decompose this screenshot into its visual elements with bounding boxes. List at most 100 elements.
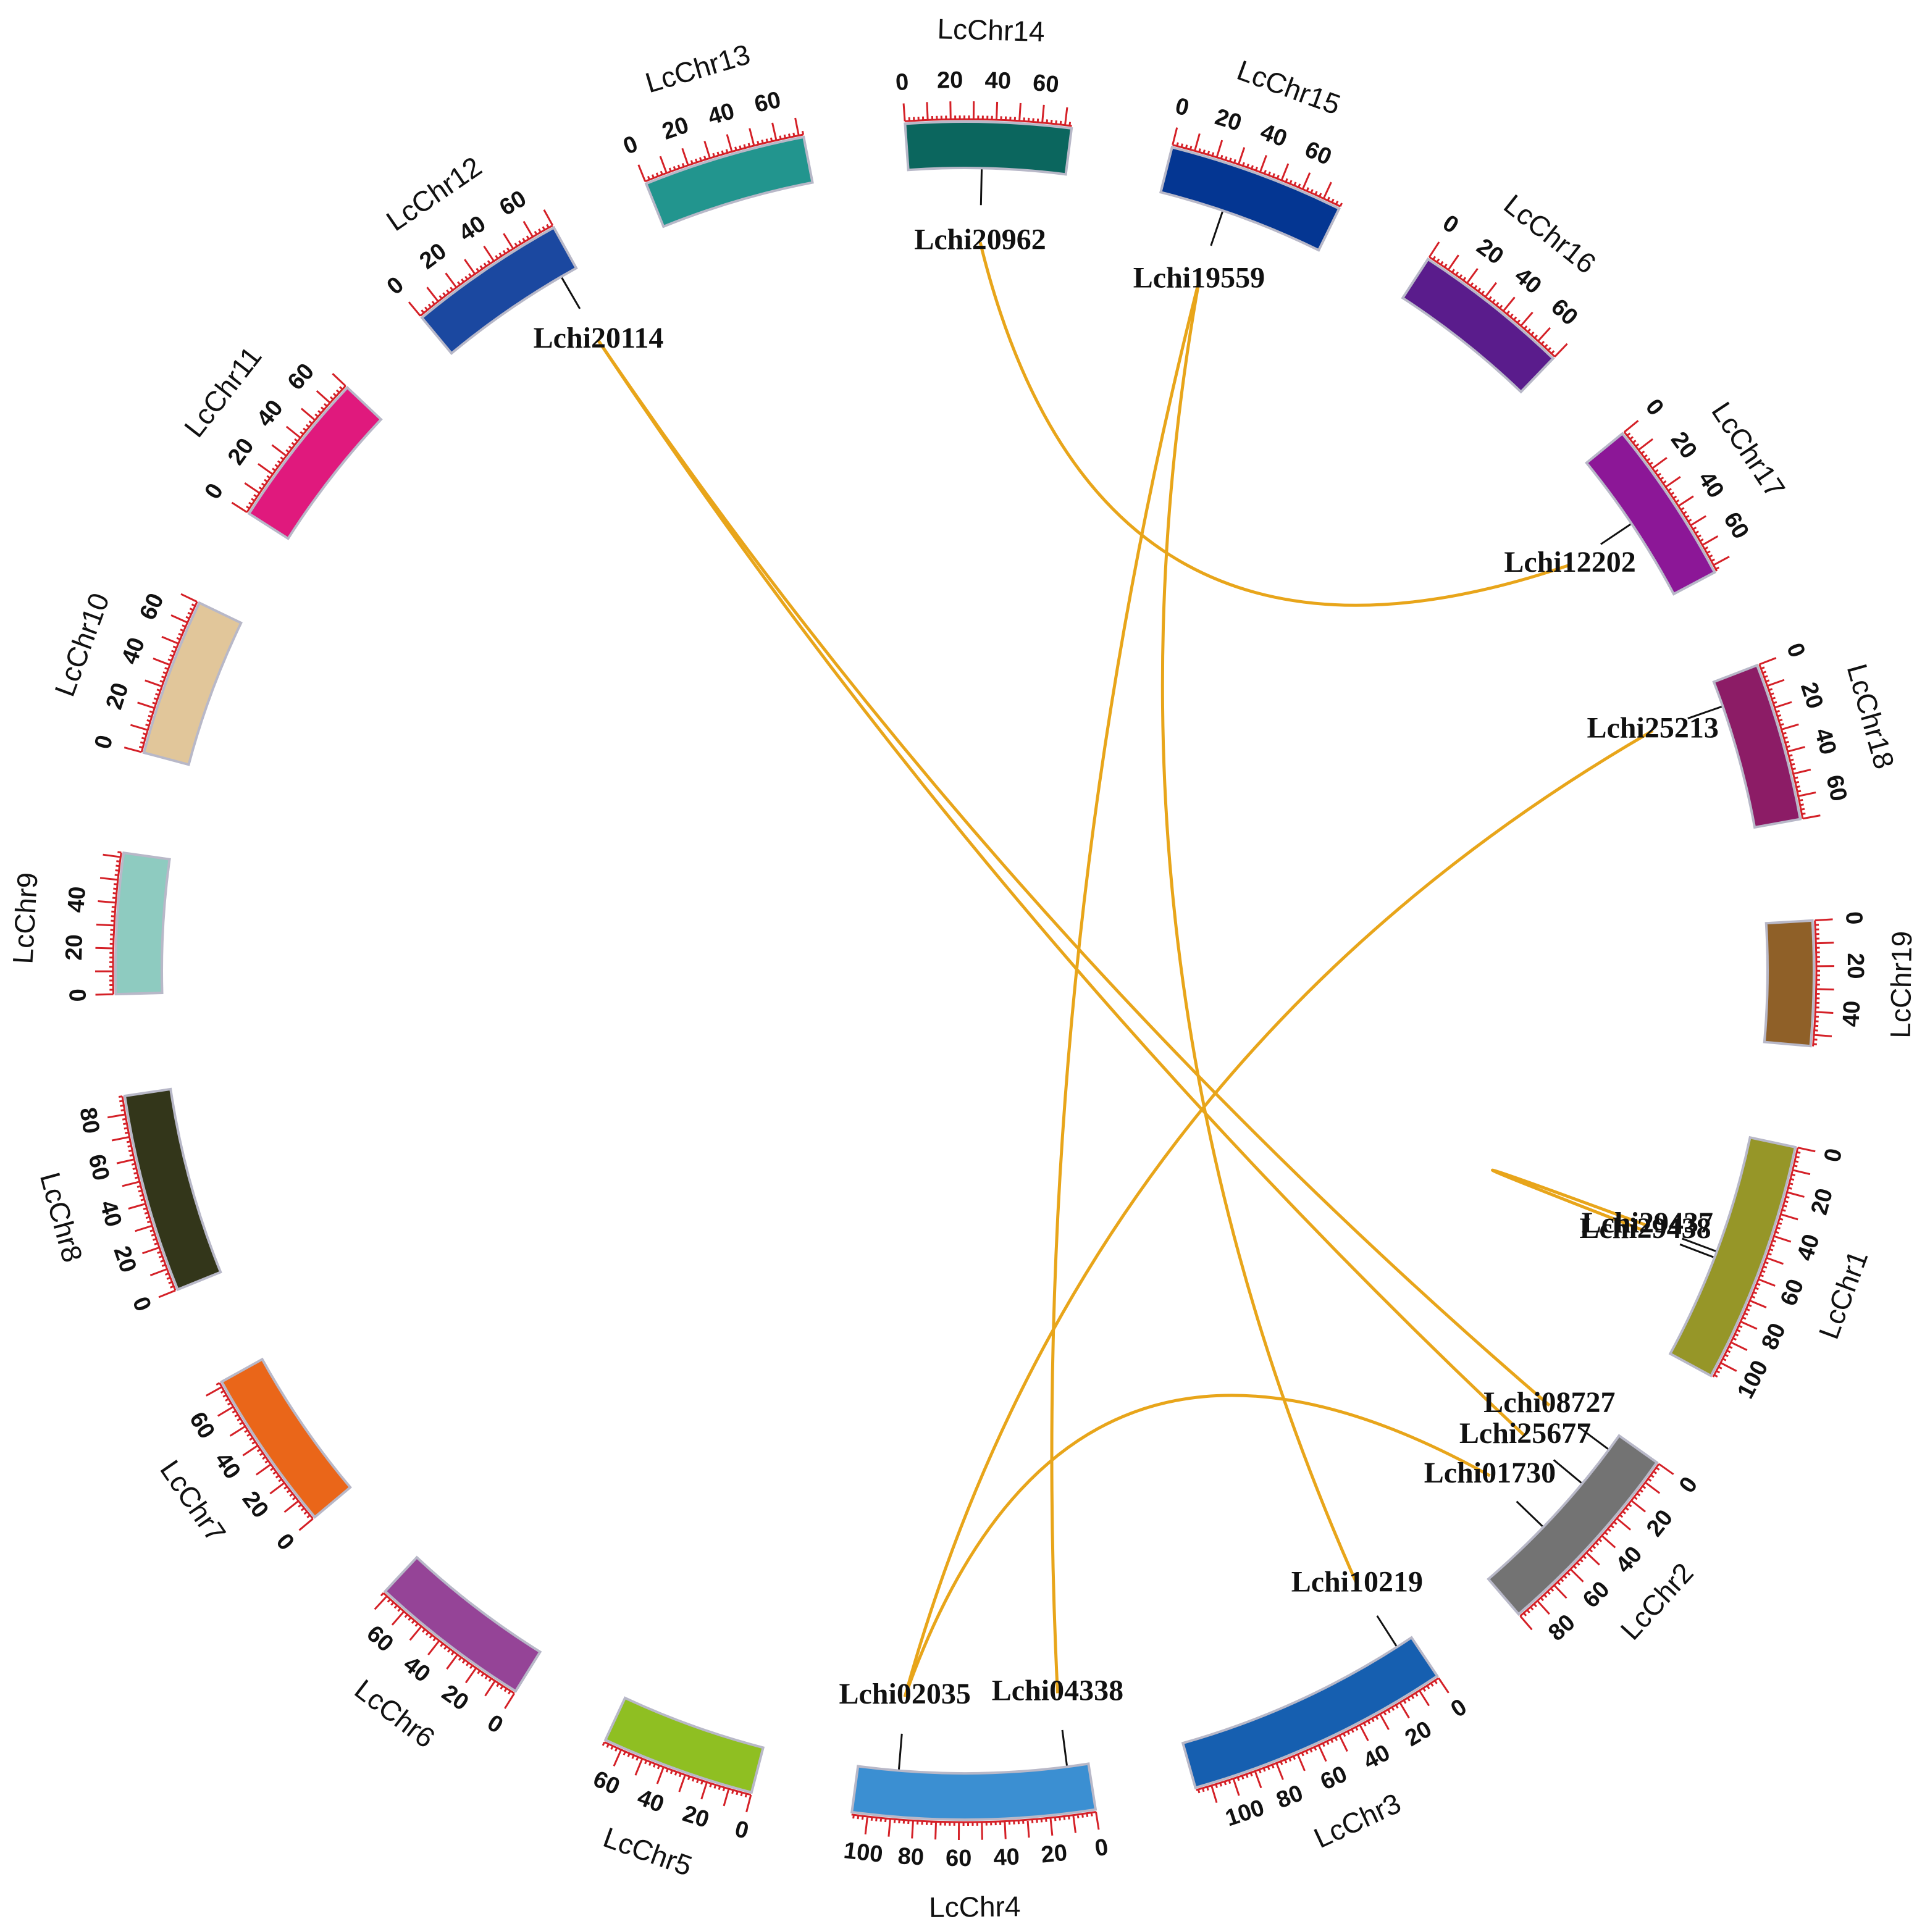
gene-leader-line	[1687, 706, 1722, 720]
chromosome-band	[1763, 919, 1815, 1048]
chromosome-name: LcChr1	[1812, 1246, 1874, 1343]
tick-label: 100	[1732, 1357, 1773, 1403]
tick-label: 20	[679, 1800, 712, 1833]
tick-label: 0	[1840, 911, 1867, 926]
tick-label: 0	[1819, 1146, 1847, 1164]
tick-label: 20	[223, 433, 259, 470]
chromosome-ticks	[1758, 657, 1821, 820]
chromosome-name: LcChr14	[937, 12, 1045, 48]
gene-label: Lchi25213	[1587, 711, 1718, 744]
tick-label: 60	[1776, 1276, 1809, 1310]
tick-label: 40	[252, 395, 288, 432]
chromosome-ticks	[851, 1811, 1100, 1840]
synteny-link	[903, 729, 1654, 1697]
chromosome-name: LcChr9	[6, 872, 43, 965]
tick-label: 100	[1222, 1795, 1267, 1832]
tick-label: 0	[1093, 1834, 1110, 1862]
synteny-link	[1050, 280, 1201, 1694]
chromosome-band	[383, 1555, 542, 1693]
gene-lchi10219: Lchi10219	[1291, 1565, 1423, 1647]
chromosome-name: LcChr16	[1498, 188, 1602, 280]
synteny-link	[597, 340, 1551, 1407]
synteny-link	[597, 340, 1527, 1437]
tick-label: 20	[108, 1243, 141, 1276]
gene-leader-line	[1516, 1500, 1543, 1527]
chromosome-ticks	[1712, 1147, 1816, 1378]
tick-label: 20	[1795, 679, 1828, 712]
gene-label: Lchi29438	[1579, 1212, 1711, 1245]
synteny-link	[903, 1394, 1491, 1697]
tick-label: 20	[237, 1487, 274, 1523]
tick-label: 40	[1509, 262, 1546, 299]
gene-lchi01730: Lchi01730	[1424, 1457, 1556, 1527]
tick-label: 0	[1173, 93, 1192, 122]
gene-lchi19559: Lchi19559	[1133, 211, 1265, 295]
gene-lchi25213: Lchi25213	[1587, 706, 1722, 744]
chromosome-name: LcChr11	[178, 340, 268, 443]
tick-label: 20	[1666, 427, 1702, 464]
tick-label: 0	[64, 989, 90, 1002]
gene-lchi08727: Lchi08727	[1483, 1386, 1616, 1450]
tick-label: 20	[1806, 1186, 1839, 1218]
synteny-link	[1491, 1168, 1648, 1233]
tick-label: 40	[94, 1198, 127, 1230]
chromosome-ticks	[637, 117, 805, 183]
chromosome-band	[123, 1087, 222, 1292]
tick-label: 60	[1301, 136, 1335, 170]
tick-label: 80	[897, 1843, 925, 1870]
gene-label: Lchi20114	[534, 322, 664, 354]
gene-leader-line	[561, 277, 581, 309]
tick-label: 80	[1273, 1780, 1307, 1814]
tick-label: 40	[1611, 1542, 1647, 1579]
tick-label: 60	[589, 1766, 624, 1800]
chromosome-ticks	[1196, 1677, 1450, 1804]
tick-label: 60	[1578, 1576, 1615, 1613]
chromosome-ticks	[374, 1592, 516, 1709]
tick-label: 40	[1359, 1739, 1395, 1775]
tick-label: 0	[619, 131, 641, 160]
tick-label: 40	[117, 634, 150, 668]
chromosome-ticks	[231, 373, 346, 513]
gene-leader-line	[1376, 1615, 1398, 1647]
gene-leader-line	[1682, 1237, 1716, 1252]
tick-label: 40	[1693, 467, 1729, 503]
tick-label: 0	[382, 272, 409, 300]
chromosome-ticks	[1623, 420, 1730, 572]
tick-label: 60	[184, 1408, 220, 1444]
tick-label: 0	[1640, 394, 1669, 420]
tick-label: 20	[1642, 1505, 1678, 1541]
chromosome-band	[603, 1696, 765, 1794]
tick-label: 20	[61, 934, 88, 961]
chromosome-name: LcChr19	[1884, 930, 1918, 1039]
gene-label: Lchi08727	[1483, 1386, 1615, 1419]
tick-label: 40	[1810, 726, 1841, 758]
gene-leader-line	[1553, 1459, 1582, 1484]
chromosome-band	[1585, 432, 1716, 596]
chromosome-band	[644, 135, 814, 228]
tick-label: 60	[495, 185, 531, 221]
chromosome-name: LcChr5	[599, 1821, 696, 1882]
chromosome-name: LcChr18	[1841, 660, 1901, 772]
chromosome-band	[114, 851, 171, 996]
chromosome-name: LcChr10	[48, 588, 115, 700]
gene-label: Lchi20962	[914, 223, 1046, 256]
chromosome-band	[904, 120, 1073, 176]
tick-label: 0	[1781, 640, 1810, 661]
chromosome-band	[220, 1357, 352, 1519]
chromosome-name: LcChr13	[642, 38, 753, 99]
gene-label: Lchi02035	[839, 1678, 970, 1710]
tick-label: 0	[90, 732, 118, 751]
chromosome-band	[1668, 1135, 1797, 1378]
tick-label: 20	[1472, 233, 1508, 270]
tick-label: 20	[1040, 1840, 1068, 1868]
tick-label: 100	[842, 1838, 884, 1868]
tick-label: 20	[415, 238, 451, 275]
tick-label: 0	[1674, 1472, 1703, 1498]
